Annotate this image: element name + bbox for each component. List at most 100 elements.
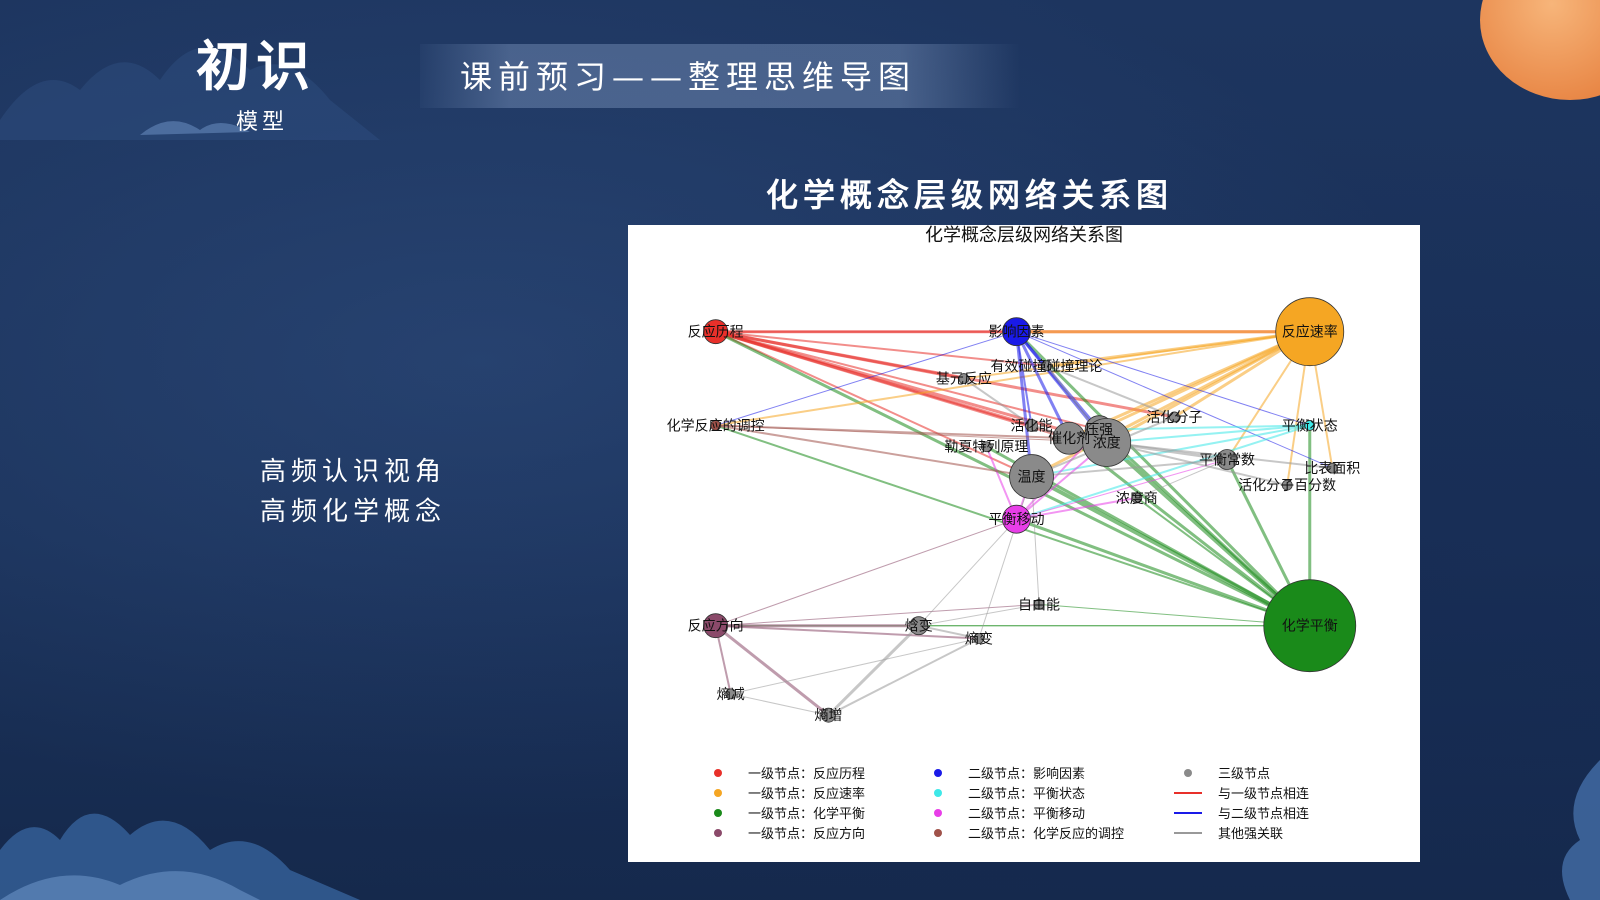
network-edge	[715, 330, 1175, 419]
node-effective_collision	[1041, 360, 1052, 372]
node-entropy_increase	[821, 707, 836, 723]
node-label-surface_area: 比表面积	[1304, 461, 1360, 477]
node-label-free_energy: 自由能	[1018, 597, 1060, 613]
node-le_chatelier	[980, 441, 992, 453]
network-edge	[918, 518, 1017, 627]
network-edge	[1016, 424, 1311, 521]
network-edge	[715, 603, 1040, 627]
network-edge	[1015, 517, 1311, 628]
node-activated_molecule	[1169, 411, 1180, 423]
network-edge	[1014, 331, 1034, 477]
node-label-catalyst: 催化剂	[1048, 431, 1090, 447]
node-label-activation_energy: 活化能	[1011, 418, 1053, 434]
network-edge	[715, 424, 1032, 478]
legend-label: 二级节点：影响因素	[968, 766, 1085, 782]
legend-marker	[934, 829, 942, 837]
network-edge	[715, 624, 979, 640]
network-edge	[1098, 330, 1311, 432]
network-edge	[1016, 331, 1310, 426]
network-edge	[1016, 331, 1333, 469]
node-surface_area	[1326, 462, 1338, 474]
network-edge	[1016, 459, 1228, 520]
network-edge	[715, 331, 1017, 426]
node-label-temperature: 温度	[1018, 470, 1046, 486]
node-reaction_process	[703, 319, 729, 345]
legend-label: 二级节点：化学反应的调控	[968, 826, 1124, 842]
node-elementary_reaction	[958, 373, 970, 384]
node-enthalpy	[909, 616, 929, 636]
node-conc_quotient	[1131, 492, 1143, 504]
mountain-decoration-left	[0, 47, 380, 140]
banner-background	[420, 44, 1020, 108]
network-edge	[715, 330, 1108, 444]
node-label-reaction_direction: 反应方向	[688, 618, 744, 635]
network-edge	[1099, 424, 1310, 431]
node-reaction_direction	[703, 613, 729, 639]
network-edge	[827, 624, 920, 717]
network-edge	[715, 330, 1100, 431]
node-label-activated_fraction: 活化分子百分数	[1238, 478, 1336, 494]
legend-label: 与二级节点相连	[1218, 806, 1309, 822]
caption-line-2: 高频化学概念	[260, 497, 447, 527]
legend-label: 三级节点	[1218, 767, 1270, 782]
network-edge	[1046, 364, 1175, 418]
node-label-conc_quotient: 浓度商	[1116, 491, 1158, 507]
node-label-eq_constant: 平衡常数	[1199, 453, 1255, 469]
node-label-concentration: 浓度	[1093, 435, 1121, 451]
node-factors	[1002, 317, 1031, 347]
chart-title: 化学概念层级网络关系图	[925, 225, 1123, 246]
mountain-decoration-bottom	[0, 813, 360, 900]
node-reaction_rate	[1275, 297, 1345, 367]
network-edge	[963, 377, 1033, 427]
network-edge	[1136, 459, 1228, 499]
page-subtitle: 模型	[236, 110, 289, 135]
legend-marker	[934, 769, 942, 777]
legend-marker	[1184, 769, 1192, 777]
network-edge	[978, 476, 1032, 639]
network-edge	[715, 330, 1032, 478]
node-label-le_chatelier: 勒夏特列原理	[944, 440, 1028, 456]
node-label-regulation: 化学反应的调控	[667, 417, 765, 434]
node-eq_shift	[1002, 504, 1031, 534]
network-edge	[715, 424, 1107, 443]
legend-label: 与一级节点相连	[1218, 786, 1309, 802]
network-edge	[1015, 330, 1311, 627]
network-edge	[1015, 331, 1033, 426]
network-chart: 化学概念层级网络关系图反应历程影响因素反应速率有效碰撞碰撞理论基元反应化学反应的…	[667, 225, 1361, 842]
page-title: 初识	[196, 34, 316, 98]
network-edge	[918, 603, 1040, 627]
node-label-factors: 影响因素	[988, 325, 1044, 341]
wave-decoration-right	[1562, 760, 1600, 900]
node-label-activated_molecule: 活化分子	[1146, 410, 1202, 426]
legend-marker	[934, 789, 942, 797]
node-eq_constant	[1216, 449, 1238, 470]
legend-label: 一级节点：反应速率	[748, 786, 865, 802]
legend-marker	[714, 789, 722, 797]
legend-label: 二级节点：平衡状态	[968, 787, 1085, 802]
network-edge	[715, 518, 1017, 627]
node-label-effective_collision: 有效碰撞碰撞理论	[991, 359, 1103, 375]
node-free_energy	[1033, 598, 1045, 610]
node-label-pressure: 压强	[1085, 423, 1113, 439]
left-caption: 高频认识视角 高频化学概念	[260, 452, 446, 532]
network-edge	[1031, 458, 1228, 478]
legend-marker	[934, 809, 942, 817]
network-edge	[714, 624, 830, 717]
network-edge	[1106, 441, 1288, 487]
network-edge	[1015, 331, 1071, 439]
legend-marker	[714, 769, 722, 777]
network-chart-panel: 化学概念层级网络关系图反应历程影响因素反应速率有效碰撞碰撞理论基元反应化学反应的…	[628, 225, 1420, 862]
node-entropy_decrease	[725, 688, 737, 700]
banner-title: 课前预习——整理思维导图	[460, 58, 917, 96]
node-entropy	[973, 633, 985, 644]
node-label-entropy_decrease: 熵减	[717, 687, 745, 703]
network-edge	[730, 637, 979, 695]
node-activation_energy	[1025, 419, 1038, 432]
node-activated_fraction	[1281, 479, 1293, 491]
section-title: 化学概念层级网络关系图	[766, 176, 1174, 214]
node-regulation	[710, 420, 722, 431]
node-label-eq_shift: 平衡移动	[988, 512, 1044, 528]
node-label-reaction_rate: 反应速率	[1282, 324, 1338, 341]
node-label-reaction_process: 反应历程	[688, 324, 744, 341]
node-temperature	[1009, 454, 1054, 499]
